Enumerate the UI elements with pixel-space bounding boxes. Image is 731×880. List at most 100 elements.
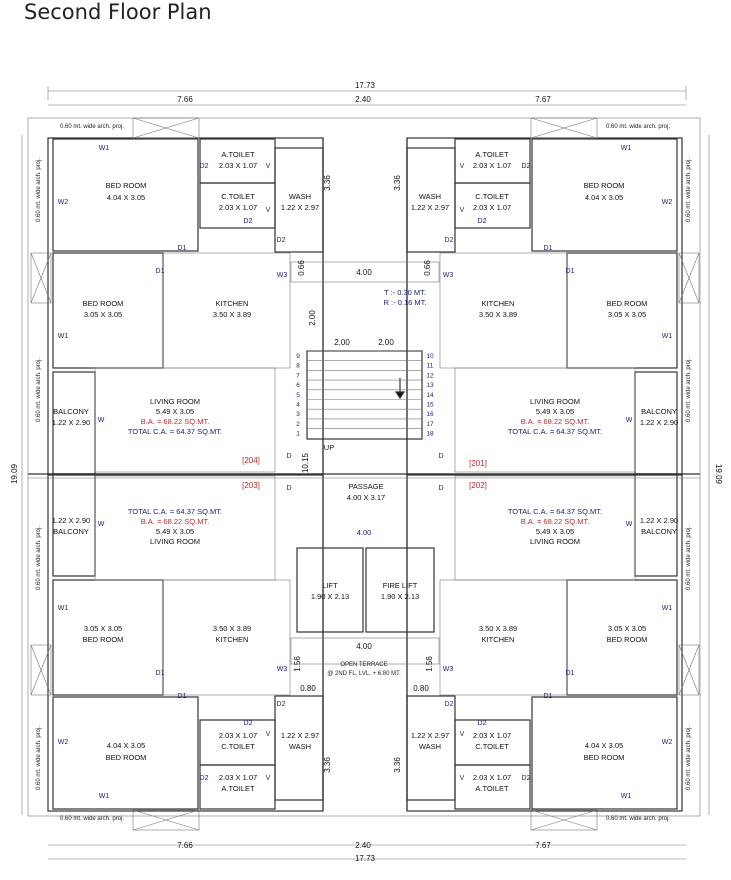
door-d2c-bl: D2 bbox=[277, 701, 286, 708]
overall-depth-dim-right: 19.09 bbox=[714, 464, 723, 485]
stair-up-label: UP bbox=[324, 443, 334, 452]
bed-room-small-label-br: BED ROOM bbox=[607, 635, 648, 644]
fire-lift-label: FIRE LIFT bbox=[383, 581, 418, 590]
projection-label-side-bl: 0.60 mt. wide arch. proj. bbox=[36, 726, 42, 790]
carpet-area-br: TOTAL C.A. = 64.37 SQ.MT. bbox=[508, 507, 602, 516]
door-d2c-tr: D2 bbox=[445, 237, 454, 244]
bed-room-small-label-tr: BED ROOM bbox=[607, 299, 648, 308]
right-width-dim: 7.67 bbox=[535, 95, 551, 104]
balcony-br bbox=[634, 473, 678, 577]
bed-room-big-size-tl: 4.04 X 3.05 bbox=[107, 193, 145, 202]
kitchen-size-bl: 3.50 X 3.89 bbox=[213, 624, 251, 633]
wash-label-bl: WASH bbox=[289, 742, 311, 751]
door-d2b-br: D2 bbox=[478, 720, 487, 727]
c-toilet-size-br: 2.03 X 1.07 bbox=[473, 731, 511, 740]
gap-066-right: 0.66 bbox=[423, 260, 432, 276]
lobby-width-dim-mid: 4.00 bbox=[357, 528, 372, 537]
gap-156-right: 1.56 bbox=[425, 656, 434, 672]
door-d2c-br: D2 bbox=[445, 701, 454, 708]
door-d2b-bl: D2 bbox=[244, 720, 253, 727]
living-room-size-br: 5.49 X 3.05 bbox=[536, 527, 574, 536]
projection-label-side2-bl: 0.60 mt. wide arch. proj. bbox=[36, 526, 42, 590]
c-toilet-size-tr: 2.03 X 1.07 bbox=[473, 203, 511, 212]
bed-room-big-label-bl: BED ROOM bbox=[106, 753, 147, 762]
balcony-size-tl: 1.22 X 2.90 bbox=[52, 418, 90, 427]
stair-tread: T :- 0.30 MT. bbox=[384, 288, 426, 297]
arch-side-box-tr bbox=[678, 252, 700, 304]
walls bbox=[28, 137, 700, 812]
window-w2-br: W2 bbox=[662, 739, 673, 746]
built-up-area-tr: B.A. = 68.22 SQ.MT. bbox=[521, 417, 590, 426]
balcony-label-tr: BALCONY bbox=[641, 407, 677, 416]
kitchen-size-tr: 3.50 X 3.89 bbox=[479, 310, 517, 319]
c-toilet-label-tr: C.TOILET bbox=[475, 192, 509, 201]
outer-projection-outline bbox=[27, 117, 701, 817]
door-d1b-br: D1 bbox=[566, 670, 575, 677]
bed-room-big-br bbox=[531, 696, 678, 810]
kitchen-label-bl: KITCHEN bbox=[216, 635, 249, 644]
stair-step-left-5: 5 bbox=[296, 392, 300, 399]
arch-side-box-tl bbox=[30, 252, 52, 304]
balcony-label-br: BALCONY bbox=[641, 527, 677, 536]
lift-label: LIFT bbox=[322, 581, 338, 590]
kitchen-label-tl: KITCHEN bbox=[216, 299, 249, 308]
stair-step-right-10: 10 bbox=[426, 353, 434, 360]
terrace-top bbox=[290, 637, 440, 665]
wash-size-bl: 1.22 X 2.97 bbox=[281, 731, 319, 740]
door-d2c-tl: D2 bbox=[277, 237, 286, 244]
door-d1-tl: D1 bbox=[178, 245, 187, 252]
stair-step-right-13: 13 bbox=[426, 382, 434, 389]
built-up-area-br: B.A. = 68.22 SQ.MT. bbox=[521, 517, 590, 526]
stair-step-right-17: 17 bbox=[426, 421, 434, 428]
window-w3-bl: W3 bbox=[277, 666, 288, 673]
lift-size: 1.90 X 2.13 bbox=[311, 592, 349, 601]
kitchen-label-tr: KITCHEN bbox=[482, 299, 515, 308]
projection-label-top-bl: 0.60 mt. wide arch. proj. bbox=[60, 816, 124, 822]
terrace-level-label: @ 2ND FL. LVL. + 6.80 MT. bbox=[327, 671, 401, 677]
bed-room-small-label-tl: BED ROOM bbox=[83, 299, 124, 308]
door-d-bl: D bbox=[286, 485, 291, 492]
projection-label-side-tr: 0.60 mt. wide arch. proj. bbox=[686, 158, 692, 222]
a-toilet-label-bl: A.TOILET bbox=[221, 784, 255, 793]
passage-size: 4.00 X 3.17 bbox=[347, 493, 385, 502]
door-d-tl: D bbox=[286, 453, 291, 460]
stair-step-left-6: 6 bbox=[296, 382, 300, 389]
window-w1b-tr: W1 bbox=[662, 333, 673, 340]
stair-run-dim-right: 2.00 bbox=[378, 338, 394, 347]
carpet-area-tr: TOTAL C.A. = 64.37 SQ.MT. bbox=[508, 427, 602, 436]
living-room-label-bl: LIVING ROOM bbox=[150, 537, 200, 546]
bed-room-big-tl bbox=[52, 138, 199, 252]
living-room-size-tr: 5.49 X 3.05 bbox=[536, 407, 574, 416]
stair-riser: R :- 0.16 MT. bbox=[384, 298, 427, 307]
fire-lift-size: 1.90 X 2.13 bbox=[381, 592, 419, 601]
built-up-area-tl: B.A. = 68.22 SQ.MT. bbox=[141, 417, 210, 426]
kitchen-label-br: KITCHEN bbox=[482, 635, 515, 644]
door-d-tr: D bbox=[438, 453, 443, 460]
stair-run-dim-left: 2.00 bbox=[334, 338, 350, 347]
door-d2b-tl: D2 bbox=[244, 218, 253, 225]
carpet-area-bl: TOTAL C.A. = 64.37 SQ.MT. bbox=[128, 507, 222, 516]
stair-step-left-1: 1 bbox=[296, 431, 300, 438]
wash-size-tr: 1.22 X 2.97 bbox=[411, 203, 449, 212]
overall-width-dim-bottom: 17.73 bbox=[355, 854, 376, 863]
center-width-dim: 2.40 bbox=[355, 95, 371, 104]
kitchen-bl bbox=[162, 579, 291, 696]
wash-label-br: WASH bbox=[419, 742, 441, 751]
stair-step-right-14: 14 bbox=[426, 392, 434, 399]
living-room-size-bl: 5.49 X 3.05 bbox=[156, 527, 194, 536]
window-w1-br: W1 bbox=[621, 793, 632, 800]
kitchen-size-br: 3.50 X 3.89 bbox=[479, 624, 517, 633]
window-w3-br: W3 bbox=[443, 666, 454, 673]
window-w2-bl: W2 bbox=[58, 739, 69, 746]
stair-landing-top bbox=[290, 261, 440, 283]
bed-room-big-label-br: BED ROOM bbox=[584, 753, 625, 762]
balcony-size-bl: 1.22 X 2.90 bbox=[52, 516, 90, 525]
a-toilet-size-br: 2.03 X 1.07 bbox=[473, 773, 511, 782]
projection-label-side2-tr: 0.60 mt. wide arch. proj. bbox=[686, 358, 692, 422]
stair-step-left-7: 7 bbox=[296, 372, 300, 379]
projection-label-side2-br: 0.60 mt. wide arch. proj. bbox=[686, 526, 692, 590]
arch-box-tl bbox=[132, 117, 200, 139]
bed-room-big-label-tl: BED ROOM bbox=[106, 181, 147, 190]
door-d1b-tr: D1 bbox=[566, 268, 575, 275]
